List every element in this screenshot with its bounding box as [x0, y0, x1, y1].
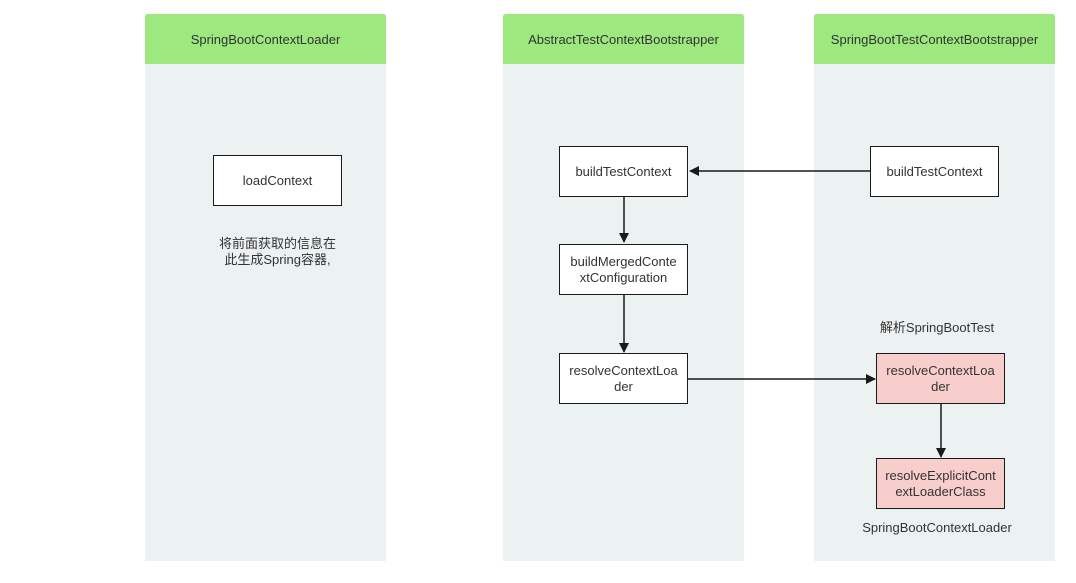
lane-header-springbootcontextloader: SpringBootContextLoader	[145, 14, 386, 64]
node-build-merged-context-configuration[interactable]: buildMergedContextConfiguration	[559, 244, 688, 295]
lane-springbootcontextloader: SpringBootContextLoader	[145, 14, 386, 561]
lane-header-abstracttestcontextbootstrapper: AbstractTestContextBootstrapper	[503, 14, 744, 64]
lane-header-springboottestcontextbootstrapper: SpringBootTestContextBootstrapper	[814, 14, 1055, 64]
node-boot-build-test-context[interactable]: buildTestContext	[870, 146, 999, 197]
node-boot-resolve-context-loader[interactable]: resolveContextLoader	[876, 353, 1005, 404]
node-load-context[interactable]: loadContext	[213, 155, 342, 206]
lane-springboottestcontextbootstrapper: SpringBootTestContextBootstrapper	[814, 14, 1055, 561]
note-springbootcontextloader-result: SpringBootContextLoader	[862, 520, 1012, 535]
node-abstract-build-test-context[interactable]: buildTestContext	[559, 146, 688, 197]
note-parse-springboottest: 解析SpringBootTest	[879, 320, 995, 335]
node-abstract-resolve-context-loader[interactable]: resolveContextLoader	[559, 353, 688, 404]
lane-abstracttestcontextbootstrapper: AbstractTestContextBootstrapper	[503, 14, 744, 561]
node-resolve-explicit-context-loader-class[interactable]: resolveExplicitContextLoaderClass	[876, 458, 1005, 509]
note-generate-spring-container: 将前面获取的信息在此生成Spring容器,	[218, 236, 336, 267]
